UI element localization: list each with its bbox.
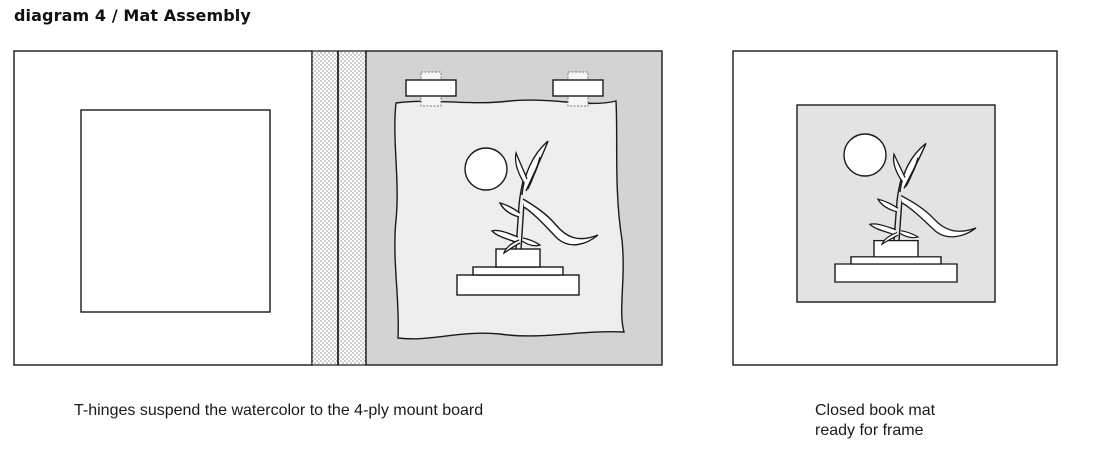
window-mat-opening [80, 109, 271, 313]
watercolor-paper [394, 99, 625, 340]
closed-mat-caption-line2: ready for frame [815, 422, 924, 439]
closed-mat-caption: Closed book mat ready for frame [815, 401, 935, 441]
diagram-title: diagram 4 / Mat Assembly [14, 6, 251, 25]
closed-mat-caption-line1: Closed book mat [815, 402, 936, 419]
open-mat-caption: T-hinges suspend the watercolor to the 4… [74, 402, 484, 419]
hinge-tape-right [337, 50, 367, 366]
sun-circle-icon [843, 133, 887, 177]
hinge-tape-left [311, 50, 339, 366]
sun-circle-icon [464, 147, 508, 191]
